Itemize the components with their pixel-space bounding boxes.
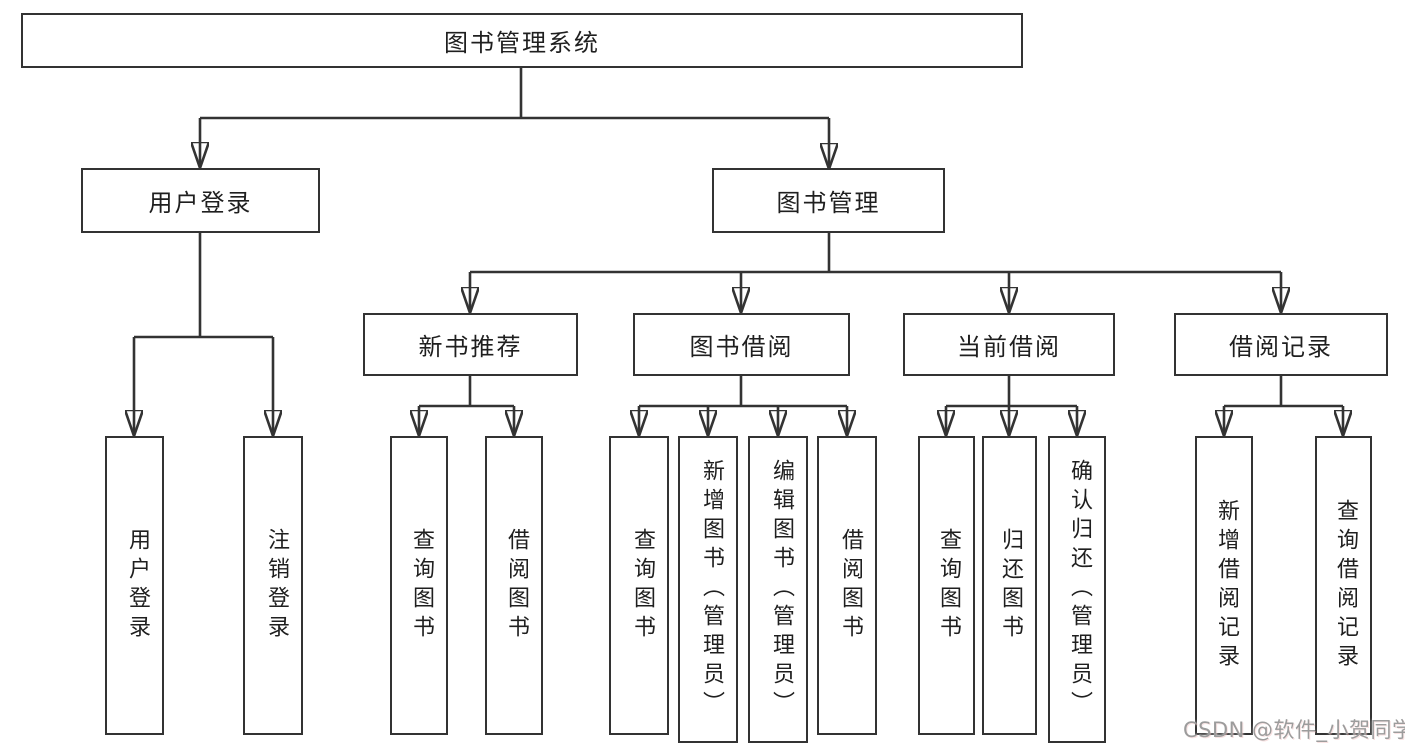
connector — [946, 376, 1077, 408]
leaf-logout: 注销登录 — [243, 436, 303, 735]
leaf-query-books-recommend: 查询图书 — [390, 436, 448, 735]
connector — [200, 68, 829, 120]
node-book-borrowing: 图书借阅 — [633, 313, 850, 376]
node-borrowing-records: 借阅记录 — [1174, 313, 1388, 376]
leaf-add-book-admin: 新增图书（管理员） — [678, 436, 738, 743]
node-user-login: 用户登录 — [81, 168, 320, 233]
node-current-borrowing: 当前借阅 — [903, 313, 1115, 376]
leaf-add-borrow-record: 新增借阅记录 — [1195, 436, 1253, 735]
node-book-management: 图书管理 — [712, 168, 945, 233]
leaf-confirm-return-admin: 确认归还（管理员） — [1048, 436, 1106, 743]
connector — [1224, 376, 1343, 408]
connector — [639, 376, 847, 408]
node-new-book-recommendation: 新书推荐 — [363, 313, 578, 376]
leaf-query-borrow-record: 查询借阅记录 — [1315, 436, 1372, 735]
connector — [134, 233, 273, 339]
node-library-management-system: 图书管理系统 — [21, 13, 1023, 68]
connector — [419, 376, 514, 408]
leaf-user-login: 用户登录 — [105, 436, 164, 735]
leaf-return-books: 归还图书 — [982, 436, 1037, 735]
leaf-edit-book-admin: 编辑图书（管理员） — [748, 436, 808, 743]
leaf-query-books-borrowing: 查询图书 — [609, 436, 669, 735]
connector — [470, 233, 1281, 274]
watermark: CSDN @软件_小贺同学 — [1183, 718, 1405, 742]
leaf-query-books-current: 查询图书 — [918, 436, 975, 735]
leaf-borrow-books-recommend: 借阅图书 — [485, 436, 543, 735]
leaf-borrow-books-borrowing: 借阅图书 — [817, 436, 877, 735]
